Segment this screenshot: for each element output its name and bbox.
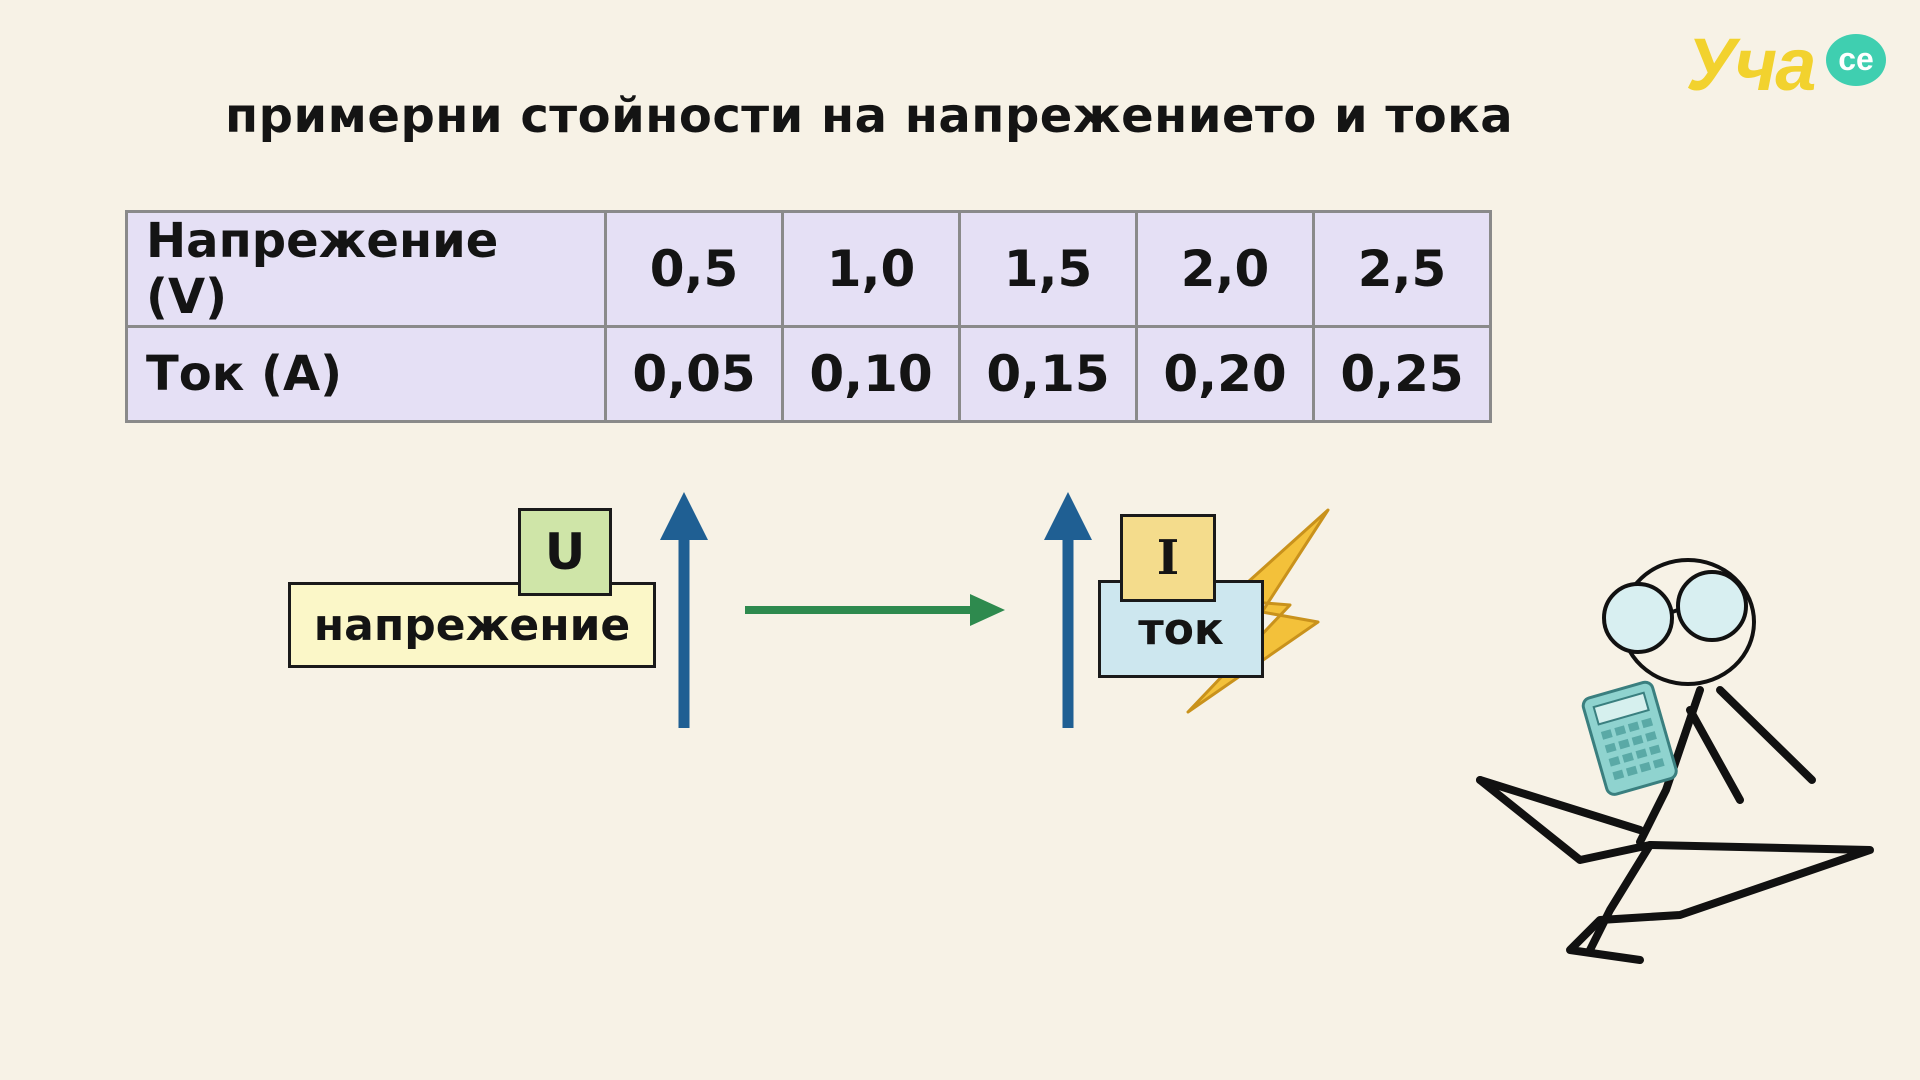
values-table: Напрежение (V) 0,5 1,0 1,5 2,0 2,5 Ток (… [125,210,1492,423]
table-cell: 1,5 [958,210,1138,328]
row-header: Ток (A) [125,325,607,423]
table-cell: 1,0 [781,210,961,328]
up-arrow-icon [660,492,708,728]
logo: Уча се [1686,22,1896,112]
table-cell: 2,0 [1135,210,1315,328]
right-arrow-icon [745,594,1005,626]
table-cell: 2,5 [1312,210,1492,328]
voltage-label: напрежение [288,582,656,668]
calculator-icon [1581,680,1678,796]
table-cell: 0,20 [1135,325,1315,423]
logo-badge: се [1826,34,1886,86]
table-cell: 0,5 [604,210,784,328]
current-symbol: I [1120,514,1216,602]
stick-figure-icon [1476,558,1874,964]
page-title: примерни стойности на напрежението и ток… [225,88,1514,144]
table-cell: 0,25 [1312,325,1492,423]
table-row: Напрежение (V) 0,5 1,0 1,5 2,0 2,5 [125,210,1492,328]
up-arrow-icon [1044,492,1092,728]
table-row: Ток (A) 0,05 0,10 0,15 0,20 0,25 [125,325,1492,423]
row-header: Напрежение (V) [125,210,607,328]
voltage-symbol: U [518,508,612,596]
table-cell: 0,10 [781,325,961,423]
table-cell: 0,05 [604,325,784,423]
table-cell: 0,15 [958,325,1138,423]
logo-text: Уча [1686,23,1816,106]
